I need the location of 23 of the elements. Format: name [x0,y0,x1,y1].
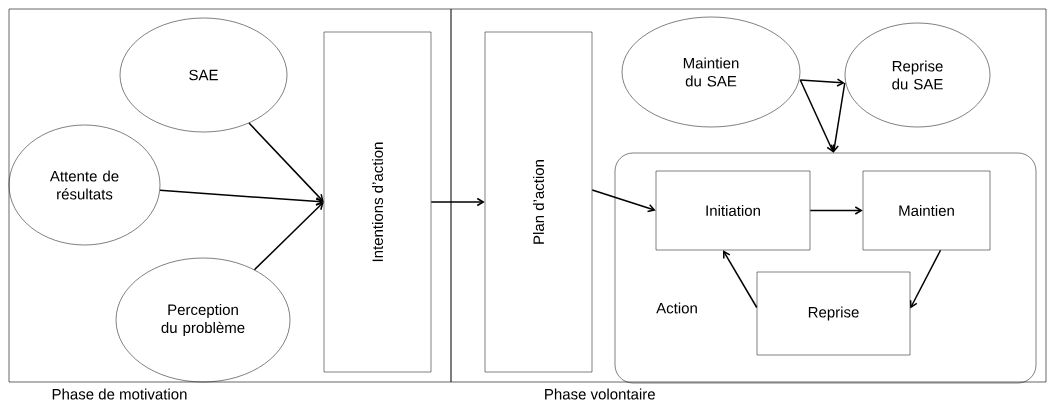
arrow [723,250,758,309]
ellipse-node: Maintien du SAE [621,16,801,128]
arrow [253,202,324,271]
ellipse-node: Attente de résultats [8,124,161,246]
process-box: Maintien [862,170,991,251]
ellipse-node: Reprise du SAE [844,22,991,128]
ellipse-node: SAE [119,17,288,133]
arrow [799,79,835,153]
ellipse-node: Perception du problème [115,257,291,383]
arrow [430,197,485,207]
arrow [809,206,863,215]
process-box: Plan d’action [484,31,593,373]
process-box: Initiation [655,170,811,251]
arrow [591,189,656,213]
process-box: Reprise [756,271,911,356]
node-label: Phase volontaire [545,388,655,400]
arrow [909,249,942,309]
arrow [248,122,324,202]
node-label: Phase de motivation [52,388,187,400]
arrow [159,189,324,206]
process-box: Intentions d’action [323,31,432,373]
arrow [799,78,845,87]
arrow [830,82,846,153]
